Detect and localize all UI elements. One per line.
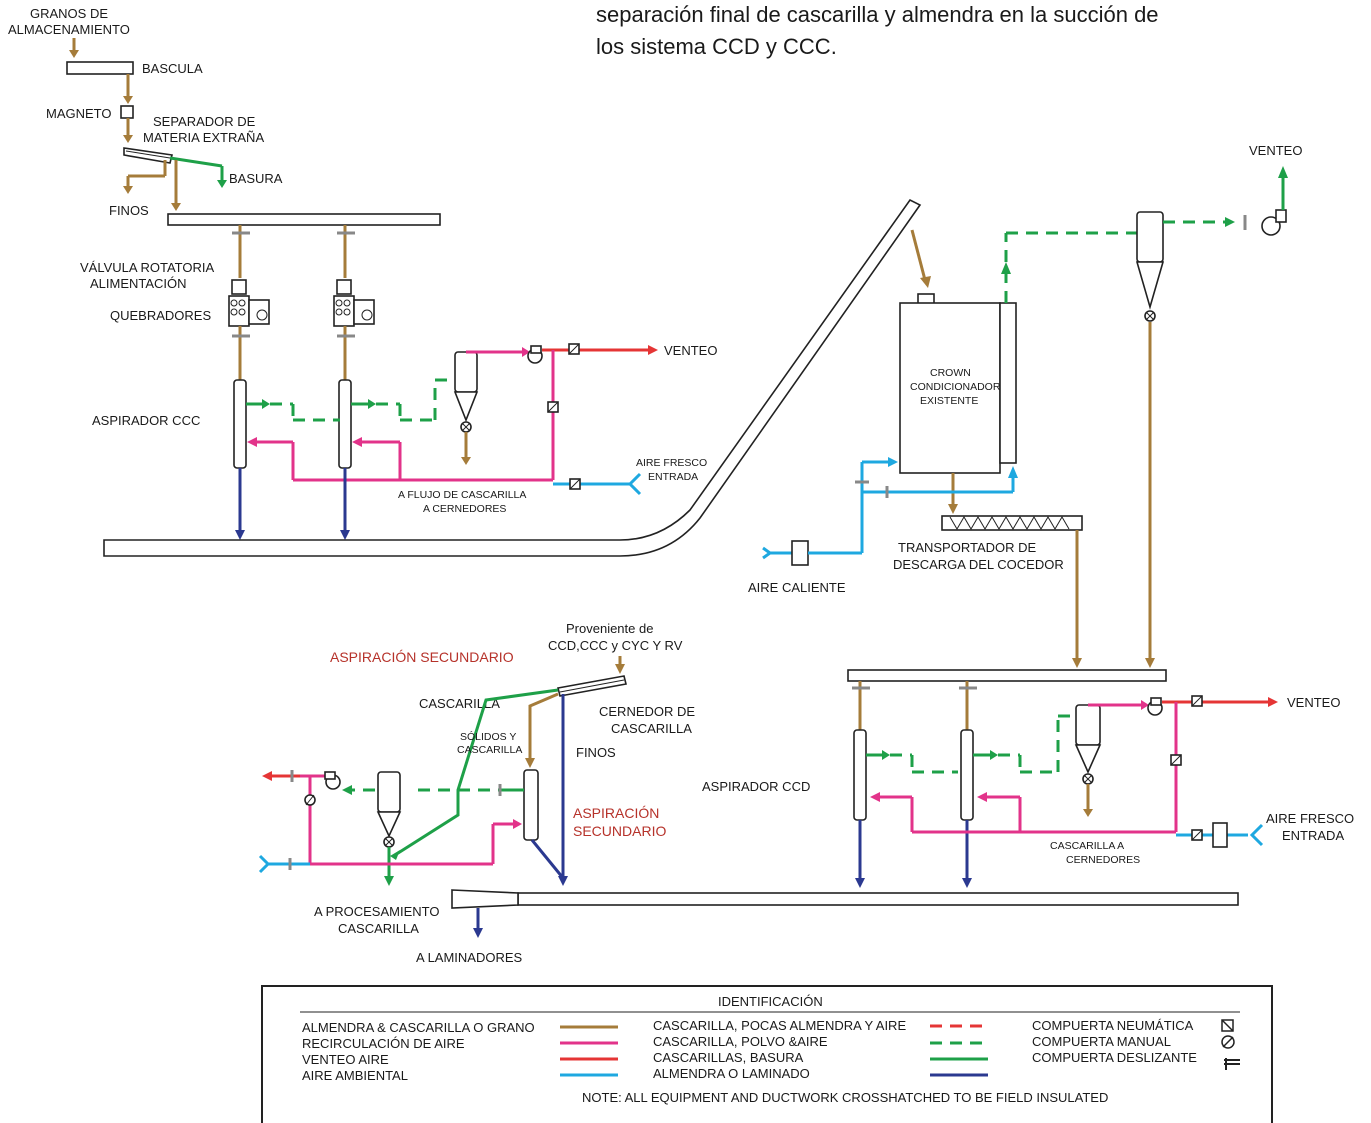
husk-sifter bbox=[557, 675, 627, 697]
foreign-matter-separator bbox=[123, 147, 173, 164]
fresh-air-filter bbox=[1212, 822, 1228, 848]
label-venteo-1: VENTEO bbox=[664, 343, 717, 358]
label-cernedor-2: CASCARILLA bbox=[611, 721, 692, 736]
label-aspiracion-sec-1: ASPIRACIÓN SECUNDARIO bbox=[330, 649, 514, 665]
label-transportador-1: TRANSPORTADOR DE bbox=[898, 540, 1037, 555]
crown-conditioner bbox=[899, 293, 1017, 474]
hot-air-heater bbox=[791, 540, 809, 566]
legend-item: CASCARILLAS, BASURA bbox=[653, 1050, 804, 1065]
label-venteo-3: VENTEO bbox=[1287, 695, 1340, 710]
label-granos-1: GRANOS DE bbox=[30, 6, 108, 21]
label-aire-fresco-1a: AIRE FRESCO bbox=[636, 457, 707, 469]
legend-item: ALMENDRA & CASCARILLA O GRANO bbox=[302, 1020, 535, 1035]
magneto bbox=[120, 105, 134, 119]
label-aspirador-ccd: ASPIRADOR CCD bbox=[702, 779, 810, 794]
crusher-line-2 bbox=[333, 225, 375, 380]
cyclone-crown bbox=[1135, 211, 1165, 322]
label-finos-top: FINOS bbox=[109, 203, 149, 218]
label-granos-2: ALMACENAMIENTO bbox=[8, 22, 130, 37]
elevator-conveyor bbox=[103, 198, 922, 557]
fan-secondary bbox=[324, 771, 341, 790]
label-separador-2: MATERIA EXTRAÑA bbox=[143, 130, 264, 145]
cyclone-secondary bbox=[376, 771, 402, 848]
label-crown-1: CROWN bbox=[930, 367, 971, 379]
bottom-conveyor bbox=[517, 892, 1239, 906]
aspirator-ccc-2 bbox=[338, 379, 352, 469]
manual-gate-icon bbox=[1221, 1035, 1235, 1049]
fan-ccc bbox=[527, 345, 543, 364]
legend-item: CASCARILLA, POCAS ALMENDRA Y AIRE bbox=[653, 1018, 906, 1033]
label-cernedor-1: CERNEDOR DE bbox=[599, 704, 695, 719]
label-aire-fresco-2a: AIRE FRESCO bbox=[1266, 811, 1354, 826]
label-aire-caliente: AIRE CALIENTE bbox=[748, 580, 846, 595]
legend-item: COMPUERTA DESLIZANTE bbox=[1032, 1050, 1197, 1065]
legend: IDENTIFICACIÓN ALMENDRA & CASCARILLA O G… bbox=[261, 985, 1273, 1123]
legend-item: ALMENDRA O LAMINADO bbox=[653, 1066, 810, 1081]
sliding-gate-icon bbox=[1224, 1058, 1240, 1070]
cyclone-ccd bbox=[1074, 704, 1102, 817]
top-conveyor bbox=[167, 213, 441, 226]
label-finos-mid: FINOS bbox=[576, 745, 616, 760]
bottom-conveyor-head bbox=[451, 889, 519, 909]
fan-ccd bbox=[1147, 697, 1163, 716]
label-separador-1: SEPARADOR DE bbox=[153, 114, 256, 129]
ccd-conveyor bbox=[847, 669, 1167, 682]
label-crown-3: EXISTENTE bbox=[920, 395, 978, 407]
pneumatic-gate-icon bbox=[1221, 1019, 1234, 1032]
label-cascarilla-a-1: CASCARILLA A bbox=[1050, 840, 1124, 852]
label-flujo-1: A FLUJO DE CASCARILLA bbox=[398, 489, 526, 501]
label-proveniente-1: Proveniente de bbox=[566, 621, 653, 636]
crusher-line-1 bbox=[228, 225, 270, 380]
aspirator-secondary bbox=[523, 769, 539, 841]
label-valvula-2: ALIMENTACIÓN bbox=[90, 276, 187, 291]
label-aspirador-ccc: ASPIRADOR CCC bbox=[92, 413, 200, 428]
label-procesamiento-2: CASCARILLA bbox=[338, 921, 419, 936]
legend-title: IDENTIFICACIÓN bbox=[718, 994, 823, 1009]
cyclone-ccc bbox=[453, 351, 479, 465]
label-magneto: MAGNETO bbox=[46, 106, 112, 121]
legend-item: CASCARILLA, POLVO &AIRE bbox=[653, 1034, 828, 1049]
aspirator-ccd-2 bbox=[960, 729, 974, 821]
label-laminadores: A LAMINADORES bbox=[416, 950, 523, 965]
legend-note: NOTE: ALL EQUIPMENT AND DUCTWORK CROSSHA… bbox=[582, 1090, 1108, 1105]
legend-item: AIRE AMBIENTAL bbox=[302, 1068, 408, 1083]
label-procesamiento-1: A PROCESAMIENTO bbox=[314, 904, 439, 919]
header-line-1: separación final de cascarilla y almendr… bbox=[596, 2, 1159, 27]
fan-crown bbox=[1261, 209, 1287, 236]
label-bascula: BASCULA bbox=[142, 61, 203, 76]
label-solidos-1: SÓLIDOS Y bbox=[460, 730, 516, 743]
label-aire-fresco-1b: ENTRADA bbox=[648, 471, 698, 483]
label-cascarilla-a-2: CERNEDORES bbox=[1066, 854, 1140, 866]
bascula bbox=[66, 61, 134, 75]
label-crown-2: CONDICIONADOR bbox=[910, 381, 1001, 393]
header-line-2: los sistema CCD y CCC. bbox=[596, 34, 837, 59]
legend-item: RECIRCULACIÓN DE AIRE bbox=[302, 1036, 465, 1051]
label-solidos-2: CASCARILLA bbox=[457, 744, 522, 756]
manual-gate-1 bbox=[304, 794, 316, 806]
legend-item: COMPUERTA MANUAL bbox=[1032, 1034, 1171, 1049]
aspirator-ccd-1 bbox=[853, 729, 867, 821]
label-cascarilla: CASCARILLA bbox=[419, 696, 500, 711]
label-aspiracion-sec-2b: SECUNDARIO bbox=[573, 823, 666, 839]
label-valvula-1: VÁLVULA ROTATORIA bbox=[80, 260, 214, 275]
label-flujo-2: A CERNEDORES bbox=[423, 503, 506, 515]
aspirator-ccc-1 bbox=[233, 379, 247, 469]
label-aspiracion-sec-2a: ASPIRACIÓN bbox=[573, 805, 659, 821]
label-quebradores: QUEBRADORES bbox=[110, 308, 211, 323]
label-aire-fresco-2b: ENTRADA bbox=[1282, 828, 1344, 843]
label-transportador-2: DESCARGA DEL COCEDOR bbox=[893, 557, 1064, 572]
label-basura: BASURA bbox=[229, 171, 283, 186]
label-venteo-top: VENTEO bbox=[1249, 143, 1302, 158]
discharge-screw-conveyor bbox=[941, 515, 1083, 531]
legend-item: VENTEO AIRE bbox=[302, 1052, 389, 1067]
label-proveniente-2: CCD,CCC y CYC Y RV bbox=[548, 638, 683, 653]
legend-item: COMPUERTA NEUMÁTICA bbox=[1032, 1018, 1194, 1033]
